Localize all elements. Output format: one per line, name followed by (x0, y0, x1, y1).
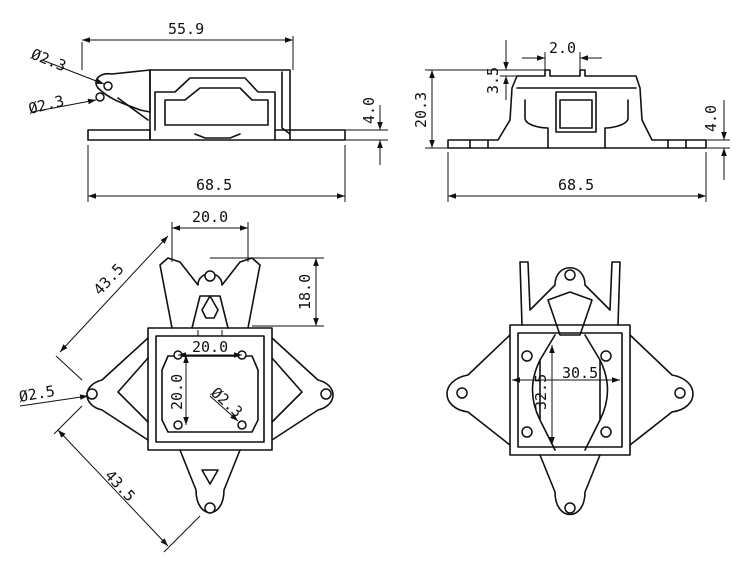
side-view-part (87, 69, 346, 141)
side-hole-b-label: Ø2.3 (27, 92, 66, 118)
side-width-top-label: 55.9 (168, 20, 204, 38)
top-mount-y-label: 20.0 (168, 374, 186, 410)
top-mount-hole-label: Ø2.3 (207, 384, 246, 422)
side-view: 55.9 Ø2.3 Ø2.3 4.0 68.5 (27, 20, 388, 202)
bottom-mount-x-label: 30.5 (562, 364, 598, 382)
top-arm-length-upper-label: 43.5 (90, 260, 128, 299)
top-head-height-label: 18.0 (296, 274, 314, 310)
top-view: 20.0 43.5 43.5 18.0 20.0 20.0 Ø2.3 Ø2.5 (18, 208, 334, 553)
front-slot-width-label: 2.0 (549, 39, 576, 57)
top-side-hole-label: Ø2.5 (18, 382, 57, 406)
bottom-mount-y-label: 32.5 (532, 374, 550, 410)
side-hole-a-label: Ø2.3 (29, 45, 69, 75)
top-mount-x-label: 20.0 (192, 338, 228, 356)
side-foot-height-label: 4.0 (360, 97, 378, 124)
top-arm-length-lower-label: 43.5 (101, 466, 139, 505)
front-foot-height-label: 4.0 (702, 105, 720, 132)
bottom-view-part (446, 261, 694, 516)
front-view: 2.0 3.5 20.3 4.0 68.5 (412, 39, 730, 202)
front-height-label: 20.3 (412, 92, 430, 128)
front-view-part (447, 69, 707, 149)
top-arm-span-label: 20.0 (192, 208, 228, 226)
front-width-total-label: 68.5 (558, 176, 594, 194)
front-lip-height-label: 3.5 (484, 67, 502, 94)
bottom-view: 30.5 32.5 (446, 261, 694, 516)
side-width-total-label: 68.5 (196, 176, 232, 194)
